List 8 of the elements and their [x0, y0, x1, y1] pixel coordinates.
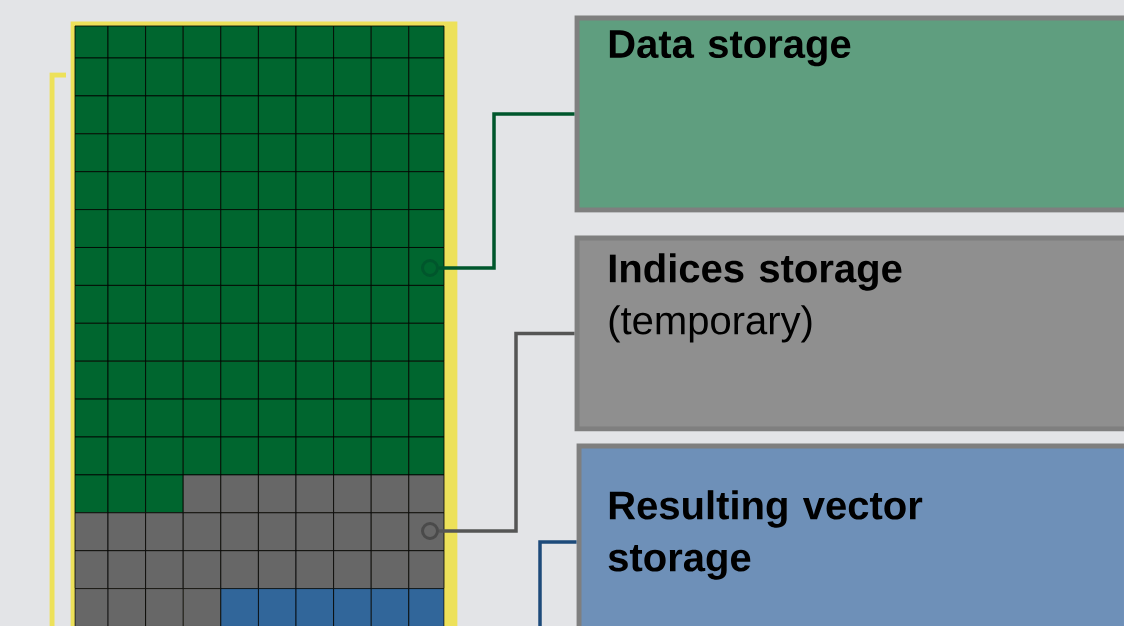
connector-line [439, 112, 575, 270]
storage-box: Resulting vector storage [576, 443, 1124, 626]
connector-line [439, 331, 575, 533]
storage-box: Data storage [574, 15, 1124, 213]
connector-line [538, 540, 577, 626]
storage-box: Indices storage (temporary) [574, 235, 1124, 432]
port-circle [421, 522, 439, 540]
memory-grid-drawing [70, 21, 458, 626]
